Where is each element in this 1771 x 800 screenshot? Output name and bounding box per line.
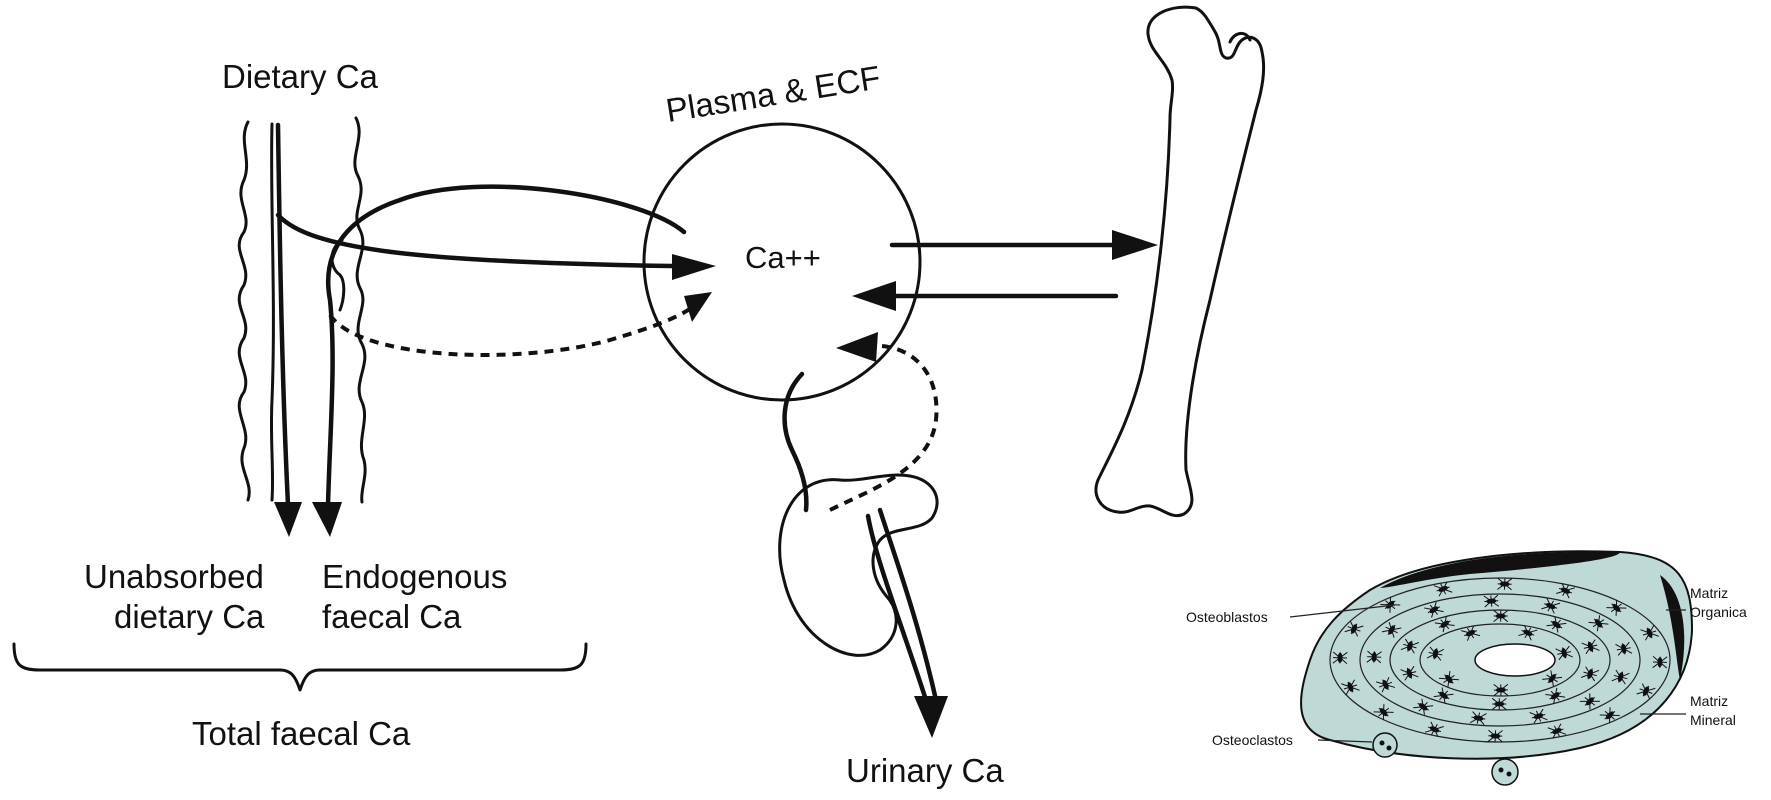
intestine-left-inner [271,124,273,500]
endogenous-label-1: Endogenous [322,558,507,595]
total-faecal-brace [14,644,586,690]
ca-ion-label: Ca++ [745,240,821,275]
unabsorbed-flow-line [278,125,288,505]
osteoclastos-label: Osteoclastos [1212,732,1293,748]
dietary-ca-label: Dietary Ca [222,58,379,95]
to-bone-arrowhead [1112,230,1158,260]
osteoclast-cell-2 [1492,759,1518,785]
osteocyte-lacuna [1333,652,1348,664]
osteoclast-cell-1 [1373,733,1397,757]
absorption-arrowhead [672,254,716,280]
kidney-drawing [780,332,948,738]
osteocyte-lacuna [1494,684,1508,695]
endogenous-arrowhead [312,502,342,537]
absorption-arrows [274,125,716,537]
femur-drawing [1096,7,1264,516]
unabsorbed-label-1: Unabsorbed [84,558,264,595]
femur-outline [1096,7,1264,516]
secretion-arc [328,187,684,505]
kidney-outline [780,475,937,655]
haversian-canal [1475,644,1555,676]
absorption-flow-line [278,215,672,266]
renal-reabsorption-dashed [830,346,937,510]
matriz-mineral-label-1: Matriz [1690,693,1728,709]
reabsorption-dashed-arc [330,303,698,355]
endogenous-label-2: faecal Ca [322,598,462,635]
urinary-arrowhead [914,696,948,738]
osteocyte-lacuna [1484,595,1499,607]
matriz-mineral-label-2: Mineral [1690,712,1736,728]
unabsorbed-label-2: dietary Ca [114,598,265,635]
reabsorption-arrowhead [684,292,712,322]
unabsorbed-arrowhead [274,502,302,537]
intestine-drawing [239,118,365,502]
matriz-organica-label-1: Matriz [1690,585,1728,601]
osteocyte-lacuna [1492,698,1506,709]
osteocyte-lacuna [1488,730,1503,742]
total-faecal-label: Total faecal Ca [192,715,411,752]
intestine-right-wall [355,118,365,502]
osteoblastos-label: Osteoblastos [1186,609,1268,625]
matriz-organica-label-2: Organica [1690,604,1747,620]
osteocyte-lacuna [1653,656,1668,668]
osteocyte-lacuna [1367,651,1382,663]
bone-tissue-inset: Osteoblastos Osteoclastos Matriz Organic… [1186,551,1747,785]
urinary-ca-label: Urinary Ca [846,752,1004,789]
osteocyte-lacuna [1497,578,1512,590]
plasma-ecf-label: Plasma & ECF [663,59,883,129]
from-bone-arrowhead [852,281,896,311]
renal-reabsorption-arrowhead [836,332,878,362]
intestine-left-wall [239,122,249,500]
bone-exchange-arrows [852,230,1158,311]
ureter-line-1 [868,516,926,700]
ureter-line-2 [880,510,936,700]
osteocyte-lacuna [1494,610,1508,621]
